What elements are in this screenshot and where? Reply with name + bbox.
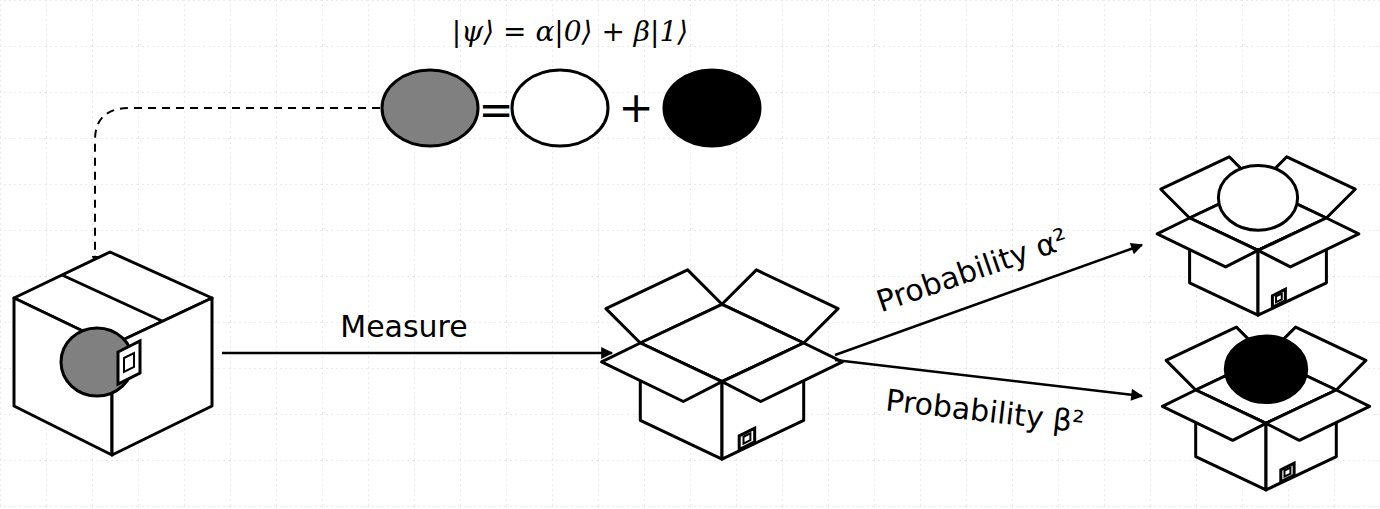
closed-box xyxy=(14,252,212,455)
equals-sign: = xyxy=(478,87,513,133)
state-formula: |ψ⟩ = α|0⟩ + β|1⟩ xyxy=(452,17,688,48)
open-box-white xyxy=(1157,157,1359,315)
black-ball xyxy=(664,70,760,146)
open-box xyxy=(602,270,843,459)
measure-label: Measure xyxy=(340,310,468,343)
dashed-leader xyxy=(95,108,380,262)
open-box-black xyxy=(1162,327,1369,490)
measure-arrow xyxy=(222,352,612,355)
white-ball xyxy=(512,70,608,146)
plus-sign: + xyxy=(618,85,653,131)
grey-ball xyxy=(382,70,478,146)
outcome-arrow xyxy=(835,360,1142,396)
